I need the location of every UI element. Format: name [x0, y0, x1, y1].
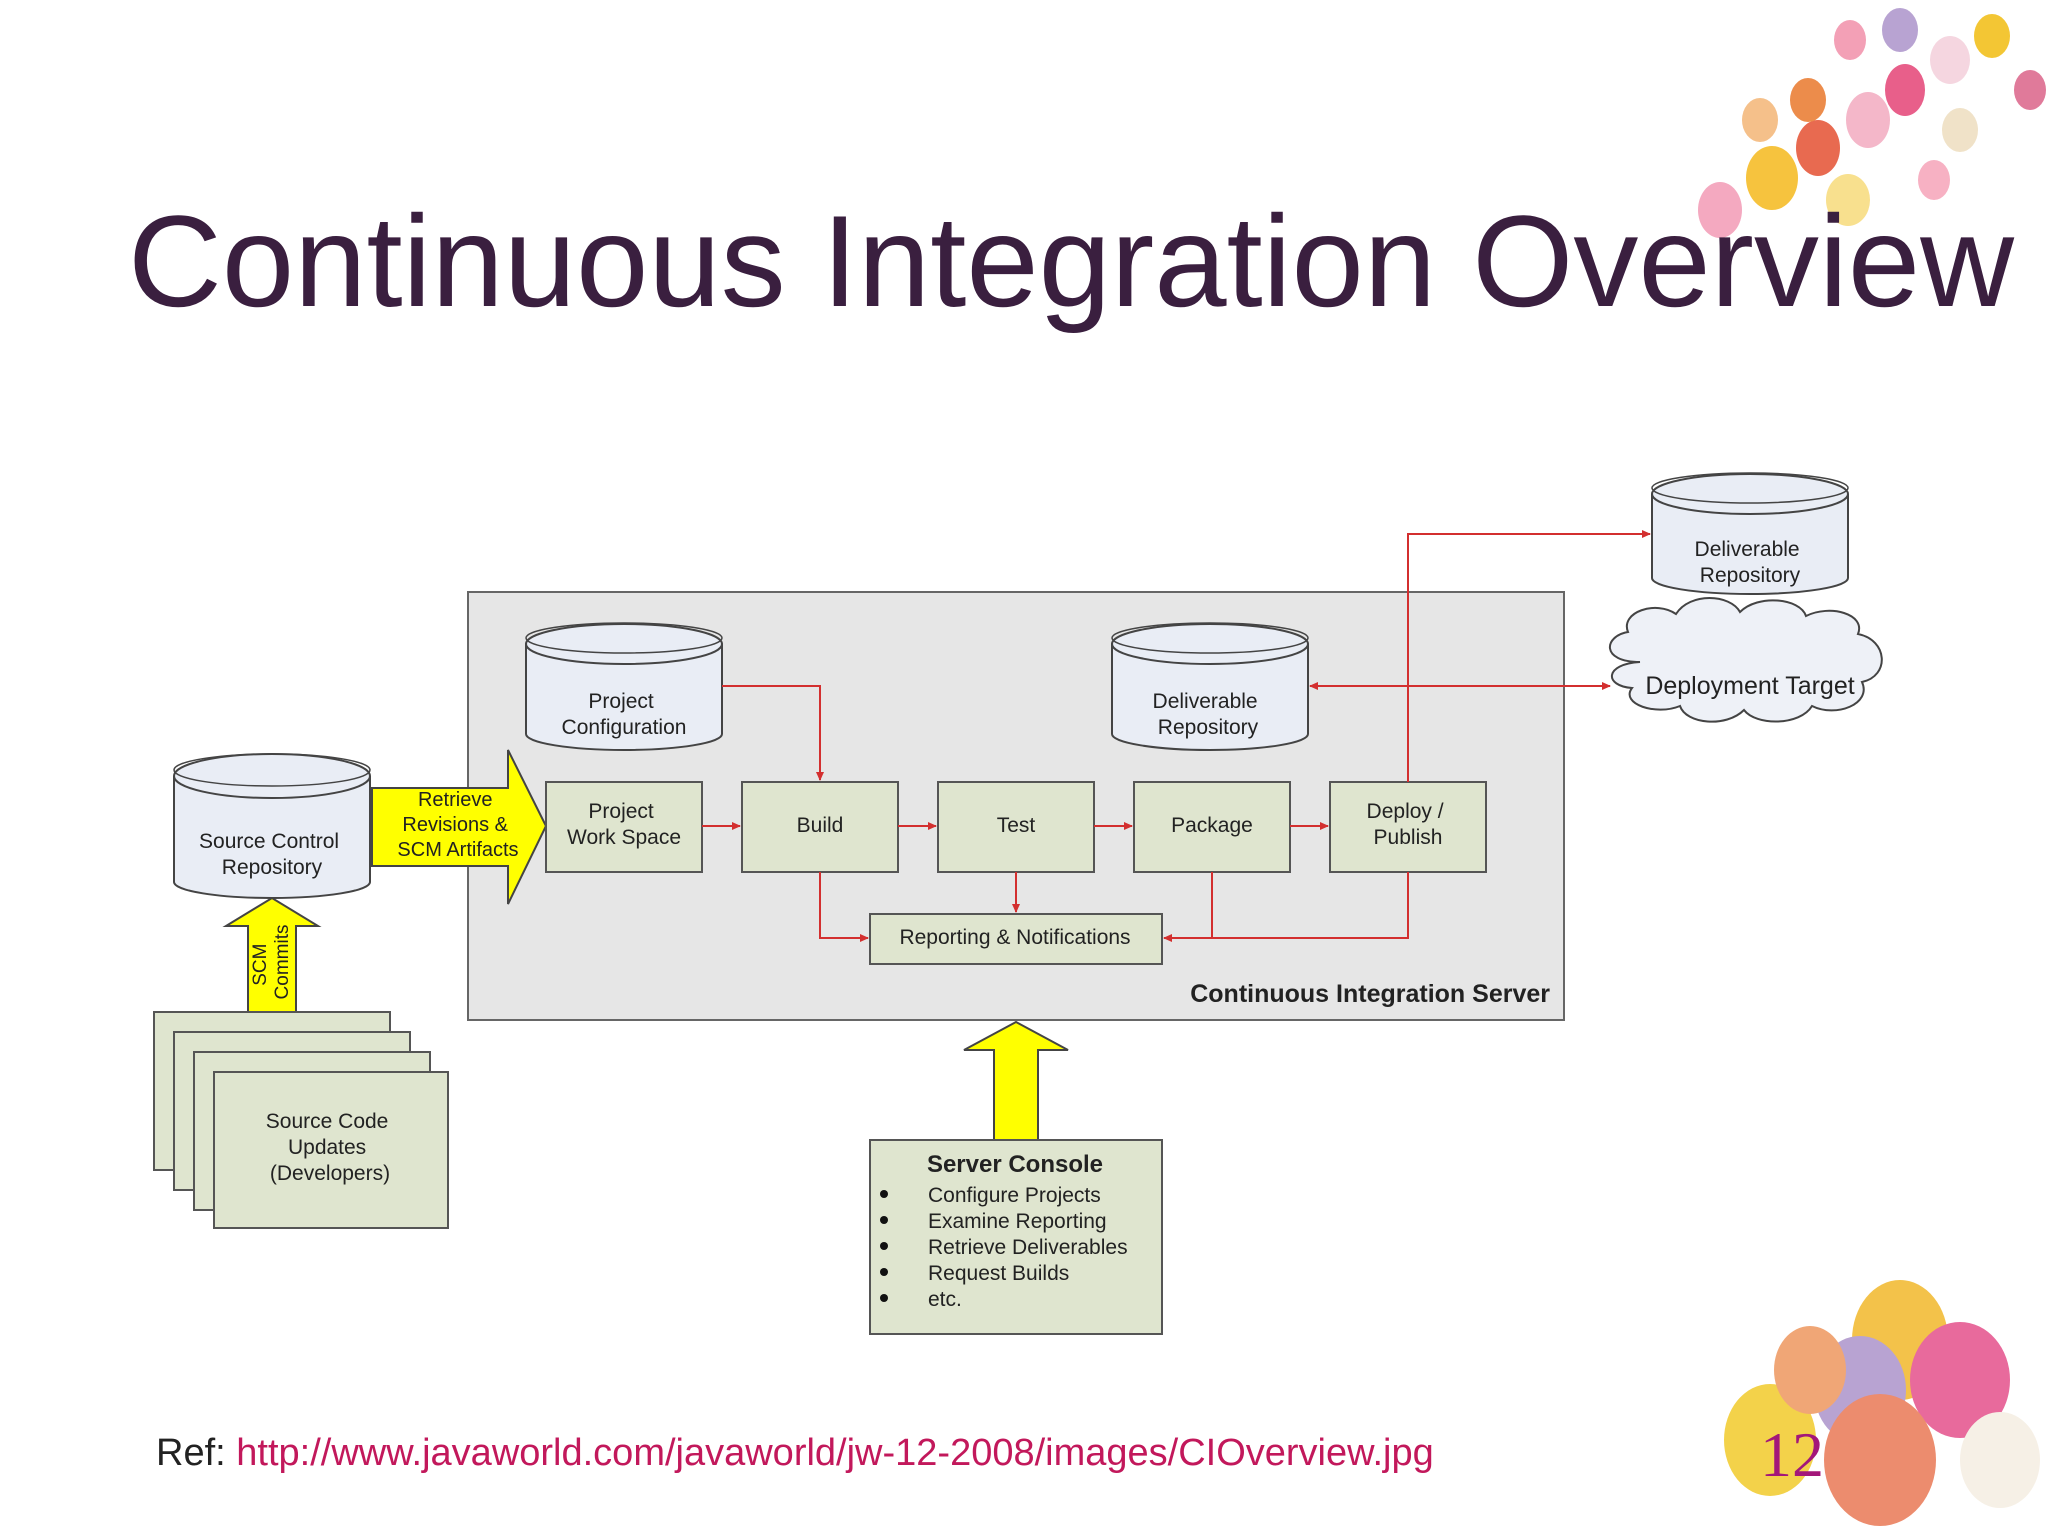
test-box: Test — [937, 781, 1095, 873]
console-title: Server Console — [927, 1151, 1103, 1178]
project-config-line-1: Project — [588, 690, 654, 713]
arrow-build-reporting — [819, 872, 869, 942]
eggs-top-right — [1698, 8, 2046, 238]
deploy-line-1: Deploy / — [1367, 800, 1444, 823]
source-updates-line-3: (Developers) — [270, 1162, 390, 1185]
svg-text:Deploy / Publish: Deploy / Publish — [1367, 800, 1450, 849]
deploy-publish-box: Deploy / Publish — [1329, 781, 1487, 873]
svg-text:Source Control Repositor: Source Control Repository — [199, 830, 345, 879]
eggs-bottom-right — [1724, 1280, 2040, 1526]
arrow-deploy-reporting — [1212, 872, 1409, 939]
bullet-icon — [880, 1242, 888, 1250]
deliverable-outer-line-2: Repository — [1700, 564, 1801, 587]
deployment-target-label: Deployment Target — [1645, 672, 1854, 700]
reference-line: Ref: http://www.javaworld.com/javaworld/… — [156, 1432, 1434, 1475]
ref-label: Ref: — [156, 1432, 226, 1474]
package-label: Package — [1171, 814, 1253, 837]
source-repo-line-1: Source Control — [199, 830, 339, 853]
retrieve-arrow: Retrieve Revisions & SCM Artifacts — [371, 749, 548, 905]
scm-commits-line-1: SCM — [250, 944, 271, 986]
console-item: Request Builds — [928, 1262, 1069, 1285]
server-console: Server Console Configure Projects Examin… — [869, 1139, 1163, 1335]
project-config-line-2: Configuration — [562, 716, 687, 739]
bullet-icon — [880, 1216, 888, 1224]
ci-server-label: Continuous Integration Server — [1190, 980, 1550, 1008]
deploy-line-2: Publish — [1374, 826, 1443, 849]
bullet-icon — [880, 1190, 888, 1198]
slide-title: Continuous Integration Overview — [128, 188, 2015, 334]
ref-link[interactable]: http://www.javaworld.com/javaworld/jw-12… — [236, 1432, 1434, 1474]
scm-commits-line-2: Commits — [272, 925, 293, 1000]
retrieve-line-3: SCM Artifacts — [397, 839, 518, 861]
console-item: Retrieve Deliverables — [928, 1236, 1128, 1259]
console-item: etc. — [928, 1288, 962, 1311]
bullet-icon — [880, 1294, 888, 1302]
deliverable-outer-line-1: Deliverable — [1695, 538, 1800, 561]
source-updates-line-1: Source Code — [266, 1110, 389, 1133]
source-repo-line-2: Repository — [222, 856, 323, 879]
workspace-line-1: Project — [588, 800, 654, 823]
deployment-target-cloud: Deployment Target — [1609, 597, 1883, 723]
svg-text:SCM Commits: SCM Commits — [250, 925, 293, 1000]
svg-text:Source Code Updates: Source Code Updates (Developers) — [266, 1110, 394, 1185]
deliverable-repository-inner: Deliverable Repository — [1111, 622, 1309, 751]
build-label: Build — [797, 814, 844, 837]
bullet-icon — [880, 1268, 888, 1276]
source-code-updates: Source Code Updates (Developers) — [153, 1011, 449, 1229]
scm-commits-arrow: SCM Commits — [222, 896, 322, 1013]
reporting-box: Reporting & Notifications — [869, 913, 1163, 965]
svg-text:Retrieve Revisions &: Retrieve Revisions & SCM Artifacts — [397, 789, 518, 861]
server-console-arrow — [963, 1020, 1069, 1141]
arrow-deploy-outer-repo — [1407, 530, 1651, 782]
console-item: Examine Reporting — [928, 1210, 1107, 1233]
deliverable-inner-line-1: Deliverable — [1153, 690, 1258, 713]
workspace-line-2: Work Space — [567, 826, 681, 849]
svg-text:Deliverable Repository: Deliverable Repository — [1153, 690, 1264, 739]
page-number: 12 — [1760, 1419, 1824, 1490]
project-workspace-box: Project Work Space — [545, 781, 703, 873]
deliverable-repository-outer: Deliverable Repository — [1651, 472, 1849, 595]
source-updates-line-2: Updates — [288, 1136, 366, 1159]
console-item: Configure Projects — [928, 1184, 1101, 1207]
flow-arrows — [702, 530, 1651, 942]
svg-text:Deliverable Repository: Deliverable Repository — [1695, 538, 1806, 587]
retrieve-line-1: Retrieve — [418, 789, 492, 811]
deliverable-inner-line-2: Repository — [1158, 716, 1259, 739]
source-control-repository: Source Control Repository — [173, 753, 371, 899]
reporting-label: Reporting & Notifications — [899, 926, 1130, 949]
svg-text:Project Work Space: Project Work Space — [567, 800, 681, 849]
project-configuration: Project Configuration — [525, 622, 723, 751]
test-label: Test — [997, 814, 1036, 837]
arrow-config-build — [722, 685, 824, 781]
build-box: Build — [741, 781, 899, 873]
svg-text:Project Configuration: Project Configuration — [562, 690, 687, 739]
retrieve-line-2: Revisions & — [402, 814, 508, 836]
package-box: Package — [1133, 781, 1291, 873]
